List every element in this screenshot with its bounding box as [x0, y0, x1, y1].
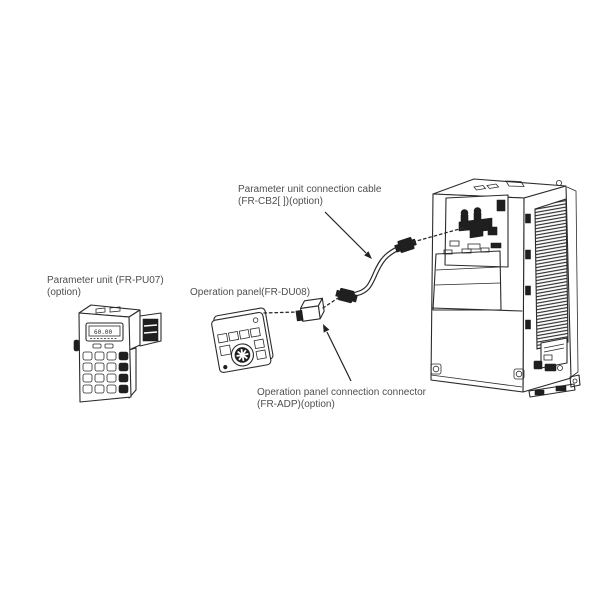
- parameter-unit-side-latch: [73, 339, 80, 352]
- inverter-drawing: [430, 178, 581, 398]
- parameter-unit-label-line1: Parameter unit (FR-PU07): [47, 275, 164, 286]
- cable-label-line2: (FR-CB2[ ])(option): [238, 195, 324, 207]
- parameter-unit-keypad: [82, 351, 129, 394]
- cable-connector-left: [335, 287, 358, 304]
- adp-connector-label-line1: Operation panel connection connector: [257, 387, 427, 398]
- adp-connector-label-line2: (FR-ADP)(option): [257, 398, 335, 410]
- cable-label-line1: Parameter unit connection cable: [238, 184, 382, 195]
- inverter-terminal-parts: [533, 360, 563, 372]
- parameter-unit-top-tabs: [95, 306, 121, 314]
- dotted-line-panel-to-adp: [263, 311, 298, 314]
- inverter-front-screws: [430, 363, 525, 380]
- cable-connector-right: [394, 237, 417, 253]
- operation-panel-drawing: [211, 307, 274, 374]
- parameter-unit-indicator-key: [92, 343, 102, 349]
- parameter-unit-rear-connector: [139, 312, 162, 347]
- adp-connector-plug-face: [295, 309, 304, 322]
- inverter-top-slots: [473, 183, 500, 191]
- cable-label-arrow: [324, 211, 372, 259]
- operation-panel-screw: [252, 317, 259, 323]
- inverter-rating-plate: [540, 337, 568, 369]
- parameter-unit-label-line2: (option): [47, 286, 81, 298]
- inverter-hook-mark: [496, 199, 506, 212]
- cable-label: Parameter unit connection cable (FR-CB2[…: [238, 184, 381, 207]
- cable-drawing: [335, 237, 417, 304]
- inverter-side-slots: [525, 213, 531, 330]
- inverter-latch-slot: [467, 243, 481, 250]
- inverter-bottom-edge: [430, 374, 523, 388]
- parameter-unit-label: Parameter unit (FR-PU07) (option): [47, 275, 164, 298]
- inverter-heatsink-edge: [566, 186, 579, 378]
- operation-panel-front: [211, 311, 272, 374]
- inverter-top-notch: [505, 180, 525, 187]
- inverter-feet: [528, 374, 581, 398]
- adp-label-arrow: [323, 324, 352, 382]
- operation-panel-label-line1: Operation panel(FR-DU08): [190, 287, 311, 298]
- operation-panel-label: Operation panel(FR-DU08): [190, 287, 310, 299]
- inverter-cover-seam: [431, 307, 523, 312]
- adp-connector-label: Operation panel connection connector (FR…: [257, 387, 426, 410]
- dotted-line-adp-to-cable: [322, 297, 339, 309]
- adp-connector-drawing: [295, 297, 325, 322]
- operation-panel-corner-mark: [223, 365, 228, 370]
- inverter-vent-grille: [534, 198, 569, 350]
- parameter-unit-display: 60.00: [85, 322, 124, 342]
- operation-panel-keys: [217, 327, 267, 360]
- operation-panel-dial: [230, 343, 254, 367]
- inverter-latch-slot: [449, 240, 460, 247]
- parameter-unit-drawing: 60.00: [73, 304, 162, 403]
- parameter-unit-display-value: 60.00: [94, 329, 112, 336]
- inverter-panel-connector: [458, 207, 502, 249]
- inverter-top-screw: [556, 179, 563, 186]
- parameter-unit-indicator-key: [104, 343, 114, 349]
